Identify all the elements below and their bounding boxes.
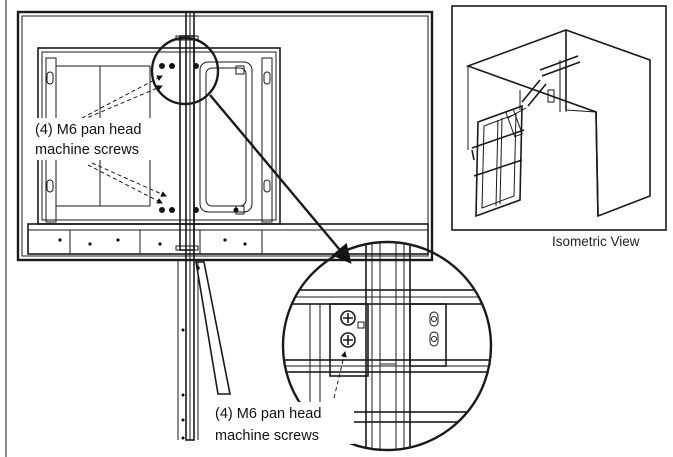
detail-callout-line1: (4) M6 pan head: [215, 406, 321, 422]
callout-leader-upper-1: [81, 75, 163, 119]
cabinet-bottom-rail: [27, 223, 429, 255]
cabinet-inner-frame: [21, 15, 429, 257]
detail-label-bg: [212, 402, 354, 444]
detail-magnify-circle: [281, 240, 493, 452]
vertical-mount-arm: [175, 11, 199, 441]
callout-label-line2: machine screws: [35, 142, 139, 158]
detail-callout-circle: [150, 36, 220, 106]
screw-upper: [340, 310, 356, 326]
detail-callout-line2: machine screws: [215, 428, 319, 444]
isometric-frame: [451, 5, 667, 231]
callout-leader-lower-1: [87, 164, 163, 204]
isometric-mount: [521, 55, 581, 112]
screw-lower: [340, 332, 356, 348]
callout-label-bg: [30, 118, 170, 160]
detail-view: (4) M6 pan head machine screws: [212, 240, 493, 452]
callout-leader-upper-2: [81, 85, 163, 121]
cabinet-frame: [16, 10, 434, 262]
callout-leader-lower-2: [91, 162, 167, 197]
isometric-mounted-frame: [471, 104, 527, 218]
isometric-view: Isometric View: [451, 5, 667, 249]
swing-arm: [177, 260, 231, 440]
main-view: (4) M6 pan head machine screws: [5, 0, 434, 457]
isometric-caption: Isometric View: [552, 234, 640, 249]
detail-leader-line: [209, 94, 352, 264]
callout-label-line1: (4) M6 pan head: [35, 122, 141, 138]
isometric-cabinet: [465, 29, 651, 218]
detail-callout-leader: [333, 351, 347, 399]
